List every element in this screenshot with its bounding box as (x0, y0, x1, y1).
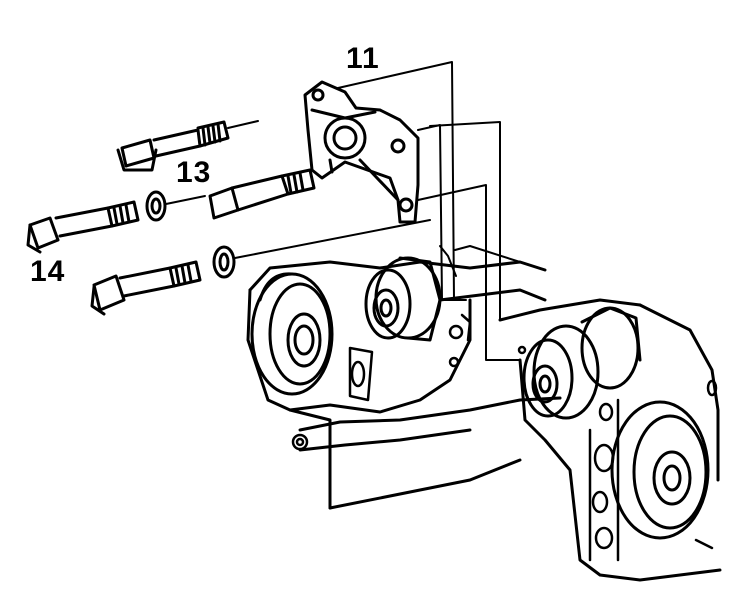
callout-bracket-number: 11 (346, 42, 380, 75)
callout-lower-bolt-number: 14 (30, 255, 66, 288)
washer-upper (145, 190, 206, 222)
crank-pulley-left (250, 272, 334, 396)
bolt-lower (90, 260, 202, 316)
bolt-long (26, 200, 140, 254)
mounting-bracket (303, 80, 420, 224)
leader-lines (337, 61, 521, 361)
idler-pulley-right (522, 306, 642, 420)
cover-details (291, 313, 718, 562)
washer-lower (212, 219, 431, 279)
bolt-upper (116, 120, 259, 172)
callout-upper-bolt-number: 13 (176, 156, 212, 189)
idler-pulley-center (364, 256, 442, 342)
bolt-middle (208, 168, 316, 220)
large-pulley-bottom-right (610, 400, 710, 540)
